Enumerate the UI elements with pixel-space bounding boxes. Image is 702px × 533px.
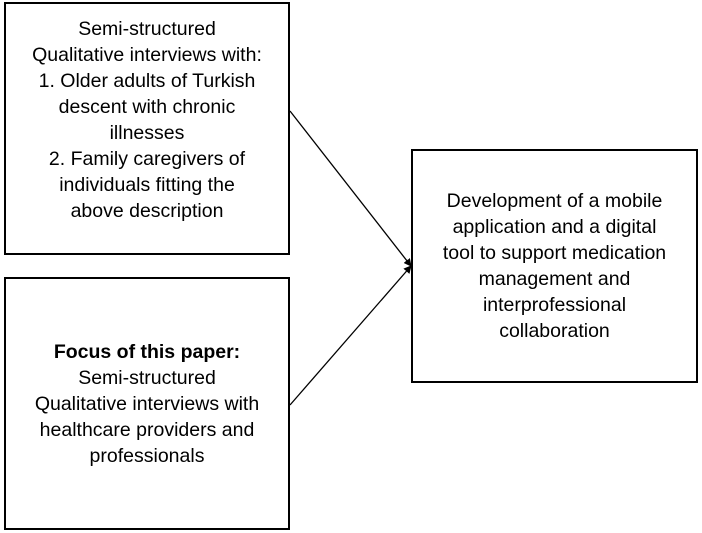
top-box-line: Semi-structured (78, 18, 216, 40)
arrow-bottom-to-right (289, 265, 412, 406)
right-box-line: collaboration (499, 320, 610, 342)
right-box-line: tool to support medication (442, 242, 667, 264)
interviews-patients-caregivers-box: Semi-structured Qualitative interviews w… (4, 2, 290, 255)
top-box-line: individuals fitting the (59, 174, 235, 196)
right-box-line: Development of a mobile (446, 190, 663, 212)
bottom-box-line: Qualitative interviews with (34, 392, 260, 415)
right-box-line: management and (478, 268, 631, 290)
top-box-line: illnesses (109, 122, 185, 144)
focus-interviews-providers-box: Focus of this paper: Semi-structured Qua… (4, 277, 290, 530)
top-box-line: 2. Family caregivers of (48, 148, 246, 170)
right-box-line: interprofessional (482, 294, 627, 316)
bottom-box-line: healthcare providers and (39, 418, 255, 441)
top-box-line: Qualitative interviews with: (32, 44, 262, 66)
top-box-line: above description (70, 200, 224, 222)
focus-heading: Focus of this paper: (53, 340, 241, 363)
bottom-box-line: professionals (89, 444, 205, 467)
top-box-line: 1. Older adults of Turkish (38, 70, 256, 92)
top-box-line: descent with chronic (58, 96, 236, 118)
development-outcome-box: Development of a mobile application and … (411, 149, 698, 383)
bottom-box-line: Semi-structured (78, 366, 216, 389)
arrow-top-to-right (289, 110, 412, 267)
right-box-line: application and a digital (452, 216, 657, 238)
